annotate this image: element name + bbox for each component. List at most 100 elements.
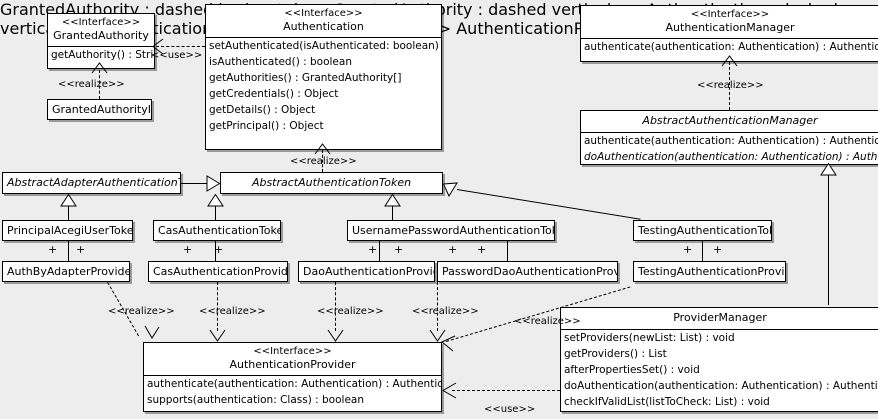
realization-daoauthenticationprovider-line [335, 282, 336, 331]
class-method: setProviders(newList: List) : void [564, 332, 735, 344]
class-granted-authority[interactable]: <<Interface>> GrantedAuthority getAuthor… [47, 13, 155, 69]
class-method: authenticate(authentication: Authenticat… [584, 41, 878, 53]
association-principaltoken-authbyadapter [68, 241, 69, 261]
open-arrow-realize-authprovider-d [429, 329, 446, 342]
class-password-dao-authentication-provider[interactable]: PasswordDaoAuthenticationProvider [437, 261, 618, 282]
class-granted-authority-impl[interactable]: GrantedAuthorityImpl [47, 99, 152, 120]
open-arrow-realize-authenticationmanager [721, 55, 738, 67]
label-use-providermanager: <<use>> [484, 404, 536, 415]
class-authentication-provider[interactable]: <<Interface>> AuthenticationProvider aut… [143, 342, 442, 412]
class-method: isAuthenticated() : boolean [209, 56, 352, 68]
class-title: TestingAuthenticationToken [638, 224, 771, 237]
generalization-usernamepasswordtoken-line [392, 206, 393, 220]
class-title: CasAuthenticationProvider [153, 265, 288, 278]
realization-casauthenticationprovider-line [217, 282, 218, 331]
class-title: PrincipalAcegiUserToken [7, 224, 133, 237]
class-title: AuthenticationManager [665, 21, 795, 34]
multiplicity-marker: + [76, 243, 86, 256]
class-stereotype: <<Interface>> [690, 9, 770, 20]
multiplicity-marker: + [48, 243, 58, 256]
realization-abstractauthenticationmanager-line [729, 62, 730, 110]
generalization-abstractadaptertoken-line [180, 183, 207, 184]
generalization-principalacegiusertoken-line [68, 206, 69, 220]
open-arrow-realize-authprovider-e [441, 335, 456, 352]
class-abstract-authentication-manager[interactable]: AbstractAuthenticationManager authentica… [580, 110, 878, 165]
class-method: doAuthentication(authentication: Authent… [584, 151, 878, 163]
class-dao-authentication-provider[interactable]: DaoAuthenticationProvider [298, 261, 435, 282]
class-method: supports(authentication: Class) : boolea… [147, 394, 364, 406]
class-title: GrantedAuthorityImpl [52, 103, 151, 116]
hollow-triangle-abstractauthenticationtoken-left [206, 175, 220, 192]
class-method: doAuthentication(authentication: Authent… [564, 380, 878, 392]
open-arrow-realize-authprovider-b [209, 329, 226, 342]
class-title: AuthenticationProvider [229, 358, 356, 371]
open-arrow-realize-grantedauthority [91, 62, 108, 74]
class-authentication[interactable]: <<Interface>> Authentication setAuthenti… [205, 4, 442, 150]
class-title: UsernamePasswordAuthenticationToken [352, 224, 555, 237]
class-principal-acegi-user-token[interactable]: PrincipalAcegiUserToken [2, 220, 133, 241]
multiplicity-marker: + [394, 243, 404, 256]
class-title: AbstractAuthenticationToken [251, 176, 412, 189]
class-method: getProviders() : List [564, 348, 667, 360]
multiplicity-marker: + [713, 243, 723, 256]
multiplicity-marker: + [368, 243, 378, 256]
class-method: getDetails() : Object [209, 104, 316, 116]
open-arrow-realize-authprovider-c [327, 329, 344, 342]
generalization-testingtoken-line [456, 189, 641, 220]
label-realize-authbyadapterprovider: <<realize>> [108, 306, 175, 317]
class-method: getAuthorities() : GrantedAuthority[] [209, 72, 402, 84]
generalization-casauthenticationtoken-line [215, 206, 216, 220]
class-authentication-manager[interactable]: <<Interface>> AuthenticationManager auth… [580, 5, 878, 62]
label-realize-testingauthenticationprovider: <<realize>> [514, 316, 581, 327]
class-method: checkIfValidList(listToCheck: List) : vo… [564, 396, 770, 408]
class-stereotype: <<Interface>> [253, 346, 332, 357]
multiplicity-marker: + [183, 243, 193, 256]
class-title: ProviderManager [673, 311, 767, 324]
open-arrow-use-grantedauthority [152, 38, 164, 55]
association-userpasstoken-daoprovider [379, 241, 380, 261]
hollow-triangle-abstractauthenticationtoken-right [443, 182, 458, 197]
class-abstract-adapter-authentication-token[interactable]: AbstractAdapterAuthenticationToken [2, 172, 181, 194]
class-title: PasswordDaoAuthenticationProvider [442, 265, 617, 278]
hollow-triangle-abstracttoken-userpass [384, 194, 401, 207]
label-realize-casauthenticationprovider: <<realize>> [199, 306, 266, 317]
hollow-triangle-abstracttoken-cas [207, 194, 224, 207]
class-title: Authentication [283, 20, 364, 33]
multiplicity-marker: + [448, 243, 458, 256]
class-username-password-authentication-token[interactable]: UsernamePasswordAuthenticationToken [347, 220, 555, 241]
class-title: TestingAuthenticationProvider [638, 265, 785, 278]
class-method: authenticate(authentication: Authenticat… [584, 135, 878, 147]
realization-grantedauthorityimpl-line [99, 70, 100, 99]
multiplicity-marker: + [214, 243, 224, 256]
open-arrow-use-authenticationprovider [441, 382, 457, 399]
label-realize-daoauthenticationprovider: <<realize>> [317, 306, 384, 317]
hollow-triangle-abstractauthenticationmanager [820, 163, 837, 176]
label-use-grantedauthority: <<use>> [151, 50, 203, 61]
class-abstract-authentication-token[interactable]: AbstractAuthenticationToken [220, 172, 443, 194]
multiplicity-marker: + [683, 243, 693, 256]
class-stereotype: <<Interface>> [284, 8, 363, 19]
label-realize-abstractauthenticationtoken: <<realize>> [290, 156, 357, 167]
class-method: afterPropertiesSet() : void [564, 364, 700, 376]
class-title: AuthByAdapterProvider [7, 265, 130, 278]
class-cas-authentication-token[interactable]: CasAuthenticationToken [153, 220, 281, 241]
class-auth-by-adapter-provider[interactable]: AuthByAdapterProvider [2, 261, 130, 282]
class-title: DaoAuthenticationProvider [303, 265, 434, 278]
class-provider-manager[interactable]: ProviderManager setProviders(newList: Li… [560, 307, 878, 412]
class-stereotype: <<Interface>> [61, 17, 141, 28]
dependency-authentication-to-grantedauthority [156, 46, 205, 47]
class-testing-authentication-token[interactable]: TestingAuthenticationToken [633, 220, 772, 241]
class-method: authenticate(authentication: Authenticat… [147, 378, 442, 390]
label-realize-abstractauthenticationmanager: <<realize>> [697, 80, 764, 91]
class-method: setAuthenticated(isAuthenticated: boolea… [209, 40, 441, 52]
class-testing-authentication-provider[interactable]: TestingAuthenticationProvider [633, 261, 786, 282]
class-cas-authentication-provider[interactable]: CasAuthenticationProvider [148, 261, 288, 282]
label-realize-passworddaoauthenticationprovider: <<realize>> [412, 306, 479, 317]
open-arrow-realize-authprovider-a [144, 325, 160, 339]
class-method: getPrincipal() : Object [209, 120, 324, 132]
realization-passworddaoauthenticationprovider-line [437, 282, 438, 331]
class-method: getCredentials() : Object [209, 88, 339, 100]
class-title: GrantedAuthority [53, 29, 149, 42]
class-title: AbstractAuthenticationManager [642, 114, 818, 127]
